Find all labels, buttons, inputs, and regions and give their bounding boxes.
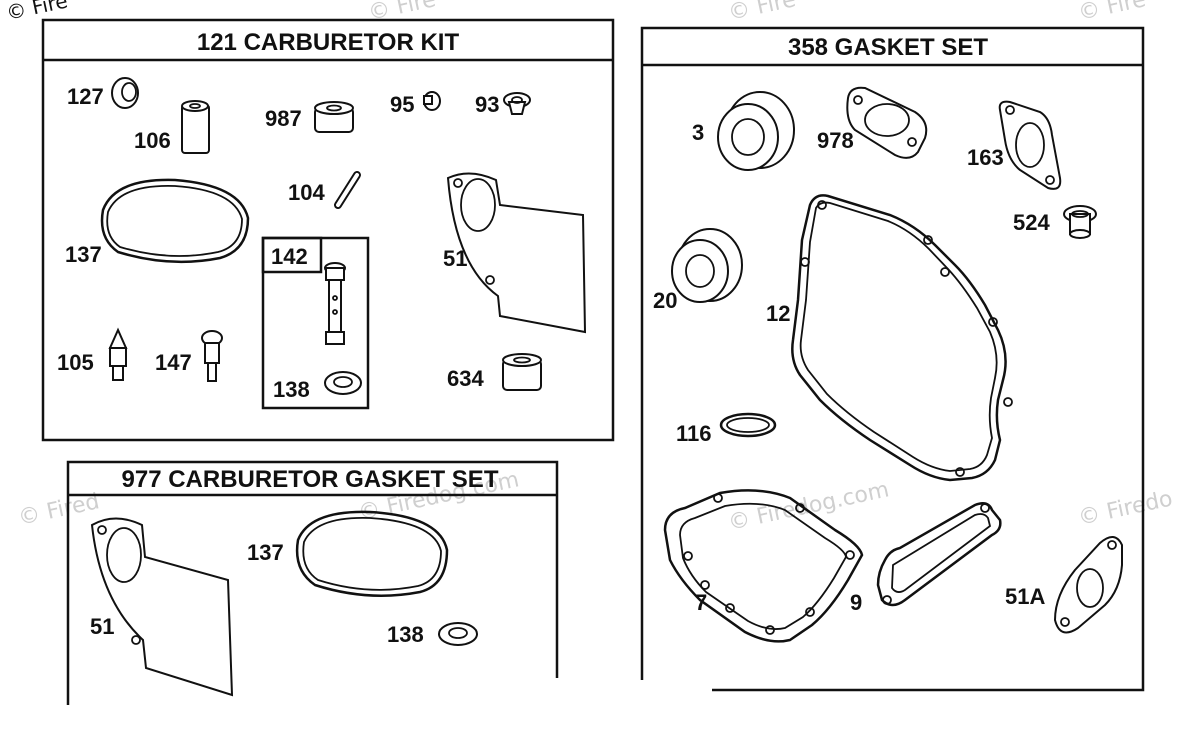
part-label: 524 (1013, 210, 1050, 235)
part-label: 51 (443, 246, 467, 271)
part-label: 138 (387, 622, 424, 647)
carburetor-gasket-set-panel: 977 CARBURETOR GASKET SET 51 137 138 (66, 460, 559, 705)
part-20 (671, 228, 743, 303)
part-label: 978 (817, 128, 854, 153)
part-127 (111, 77, 139, 109)
watermark: © Fire (1076, 0, 1148, 26)
gasket-set-panel: 358 GASKET SET 3 978 163 (640, 26, 1145, 692)
part-label: 12 (766, 301, 790, 326)
watermark: © Firedo (1076, 487, 1175, 531)
part-51 (90, 517, 234, 697)
part-label: 142 (271, 244, 308, 269)
part-95 (423, 91, 441, 111)
part-137 (100, 178, 250, 264)
carburetor-kit-panel: 121 CARBURETOR KIT 127 106 987 95 (41, 18, 615, 442)
part-105 (108, 327, 128, 381)
watermark: © Fire (366, 0, 438, 26)
part-93 (503, 92, 531, 115)
part-label: 51A (1005, 584, 1045, 609)
part-label: 20 (653, 288, 677, 313)
panel-title: 358 GASKET SET (788, 34, 988, 61)
part-116 (719, 412, 777, 438)
part-label: 7 (695, 590, 707, 615)
watermark: © Fire (726, 0, 798, 26)
part-label: 93 (475, 92, 499, 117)
part-7 (663, 489, 864, 643)
part-138 (438, 622, 478, 646)
part-label: 987 (265, 106, 302, 131)
part-label: 106 (134, 128, 171, 153)
part-label: 3 (692, 120, 704, 145)
part-label: 163 (967, 145, 1004, 170)
part-142 (324, 262, 346, 345)
part-137 (295, 510, 449, 597)
part-978 (846, 86, 928, 159)
part-label: 105 (57, 350, 94, 375)
part-label: 116 (676, 421, 712, 446)
panel-title: 977 CARBURETOR GASKET SET (122, 466, 499, 493)
part-987 (314, 101, 354, 133)
part-106 (181, 100, 210, 154)
part-label: 138 (273, 377, 310, 402)
part-label: 104 (288, 180, 325, 205)
part-51 (446, 172, 587, 334)
part-label: 137 (247, 540, 284, 565)
part-634 (502, 353, 542, 391)
part-label: 9 (850, 590, 862, 615)
part-51a (1053, 536, 1123, 634)
part-label: 51 (90, 614, 114, 639)
part-label: 127 (67, 84, 104, 109)
panel-title: 121 CARBURETOR KIT (197, 29, 460, 56)
part-label: 634 (447, 366, 484, 391)
part-524 (1063, 205, 1097, 239)
part-138 (324, 371, 362, 395)
part-142-box (261, 236, 370, 410)
part-147 (201, 330, 223, 382)
part-12 (791, 194, 1013, 482)
part-9 (876, 502, 1002, 607)
part-label: 137 (65, 242, 102, 267)
part-3 (717, 91, 795, 171)
part-label: 95 (390, 92, 414, 117)
part-104 (334, 171, 361, 209)
part-163 (998, 100, 1062, 190)
part-label: 147 (155, 350, 192, 375)
